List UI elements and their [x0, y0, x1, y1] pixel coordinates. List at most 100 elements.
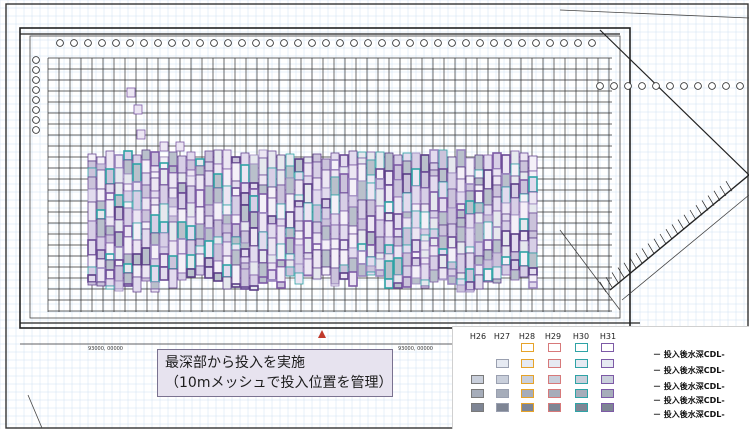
legend-year-h26: H26	[469, 332, 487, 341]
deposition-block	[330, 283, 340, 287]
deposition-block	[465, 281, 475, 291]
deposition-block	[177, 172, 187, 184]
deposition-block	[168, 206, 178, 217]
deposition-block	[474, 184, 484, 192]
bollard-marker	[546, 39, 554, 47]
deposition-block	[474, 190, 484, 204]
deposition-block	[114, 280, 124, 290]
legend-swatch	[521, 359, 534, 368]
deposition-block	[366, 182, 376, 201]
deposition-block	[249, 274, 259, 287]
deposition-block	[402, 211, 412, 219]
deposition-block	[420, 249, 430, 259]
deposition-block	[420, 211, 430, 230]
deposition-block	[501, 245, 511, 258]
deposition-block	[312, 267, 322, 280]
deposition-block	[474, 169, 484, 179]
hatch-line	[701, 200, 709, 211]
bollard-marker	[610, 82, 618, 90]
hatch-line	[725, 181, 733, 192]
deposition-block	[492, 252, 502, 268]
deposition-block	[456, 166, 466, 180]
deposition-block	[483, 154, 493, 171]
deposition-block	[195, 238, 205, 247]
deposition-block	[204, 240, 214, 259]
deposition-block	[393, 164, 403, 181]
deposition-block	[519, 193, 529, 203]
deposition-block	[141, 277, 151, 282]
bollard-marker	[266, 39, 274, 47]
deposition-block	[141, 264, 151, 279]
deposition-block	[474, 264, 484, 276]
deposition-block	[222, 223, 232, 234]
basin-structure: 93000, 00000 93000, 00000	[5, 3, 749, 429]
deposition-block	[87, 160, 97, 169]
legend-swatch	[601, 359, 614, 368]
deposition-block	[339, 173, 349, 194]
deposition-block	[240, 164, 250, 184]
legend-year-h31: H31	[599, 332, 617, 341]
deposition-block	[123, 183, 133, 192]
deposition-block	[357, 151, 367, 159]
deposition-block	[456, 284, 466, 293]
deposition-block	[519, 218, 529, 232]
bollard-marker	[518, 39, 526, 47]
legend-swatch	[575, 359, 588, 368]
deposition-block	[231, 180, 241, 189]
deposition-block	[141, 184, 151, 199]
deposition-block	[96, 236, 106, 251]
legend-swatch	[575, 389, 588, 398]
legend-swatch	[521, 403, 534, 412]
deposition-block	[105, 216, 115, 227]
deposition-block	[186, 169, 196, 177]
deposition-block	[195, 174, 205, 191]
deposition-block	[294, 244, 304, 265]
deposition-block	[348, 206, 358, 227]
bollard-marker	[168, 39, 176, 47]
deposition-block	[483, 204, 493, 216]
deposition-block	[420, 279, 430, 287]
deposition-block	[87, 167, 97, 178]
deposition-block	[339, 239, 349, 251]
deposition-block	[114, 265, 124, 282]
deposition-block	[519, 171, 529, 181]
deposition-block	[204, 150, 214, 163]
hatch-line	[617, 267, 625, 278]
deposition-block	[168, 187, 178, 199]
legend-swatch	[496, 359, 509, 368]
deposition-block	[159, 156, 169, 164]
deposition-block	[231, 243, 241, 251]
deposition-block	[123, 173, 133, 185]
deposition-block	[330, 152, 340, 161]
deposition-block	[231, 195, 241, 216]
deposition-block	[411, 277, 421, 285]
bollard-marker	[224, 39, 232, 47]
deposition-block	[159, 162, 169, 170]
legend-row-3: － 投入後水深CDL-	[653, 382, 725, 391]
legend-row-2: － 投入後水深CDL-	[653, 366, 725, 375]
deposition-block	[150, 244, 160, 260]
deposition-block	[159, 141, 169, 152]
deposition-block	[528, 212, 538, 232]
deposition-block	[528, 281, 538, 289]
deposition-block	[87, 281, 97, 286]
deposition-block	[240, 192, 250, 206]
deposition-block	[87, 153, 97, 162]
deposition-block	[213, 187, 223, 204]
deposition-block	[276, 184, 286, 205]
deposition-block	[519, 251, 529, 267]
deposition-block	[483, 214, 493, 223]
deposition-block	[123, 159, 133, 175]
deposition-block	[348, 233, 358, 249]
deposition-block	[465, 157, 475, 177]
deposition-block	[330, 176, 340, 196]
deposition-block	[159, 221, 169, 234]
hatch-line	[647, 243, 655, 254]
deposition-block	[303, 258, 313, 276]
deposition-block	[177, 208, 187, 223]
deposition-block	[240, 221, 250, 232]
deposition-block	[249, 245, 259, 263]
deposition-block	[330, 224, 340, 240]
deposition-block	[258, 149, 268, 159]
